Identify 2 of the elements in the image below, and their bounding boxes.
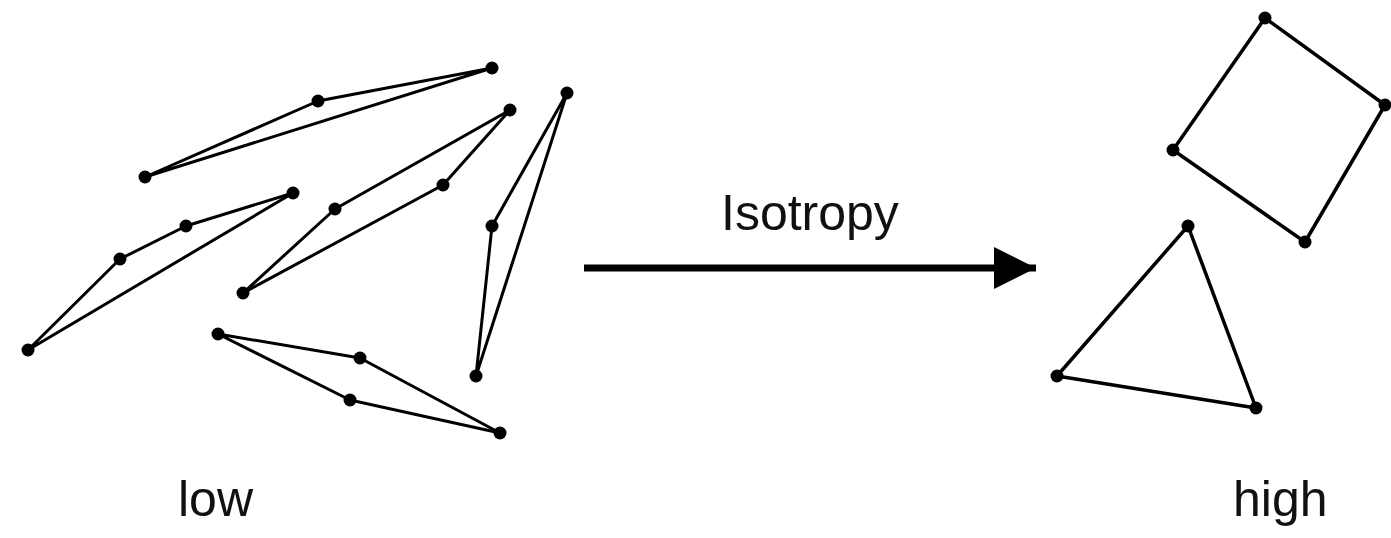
group-label: low xyxy=(178,474,254,524)
group-label: high xyxy=(1233,474,1328,524)
